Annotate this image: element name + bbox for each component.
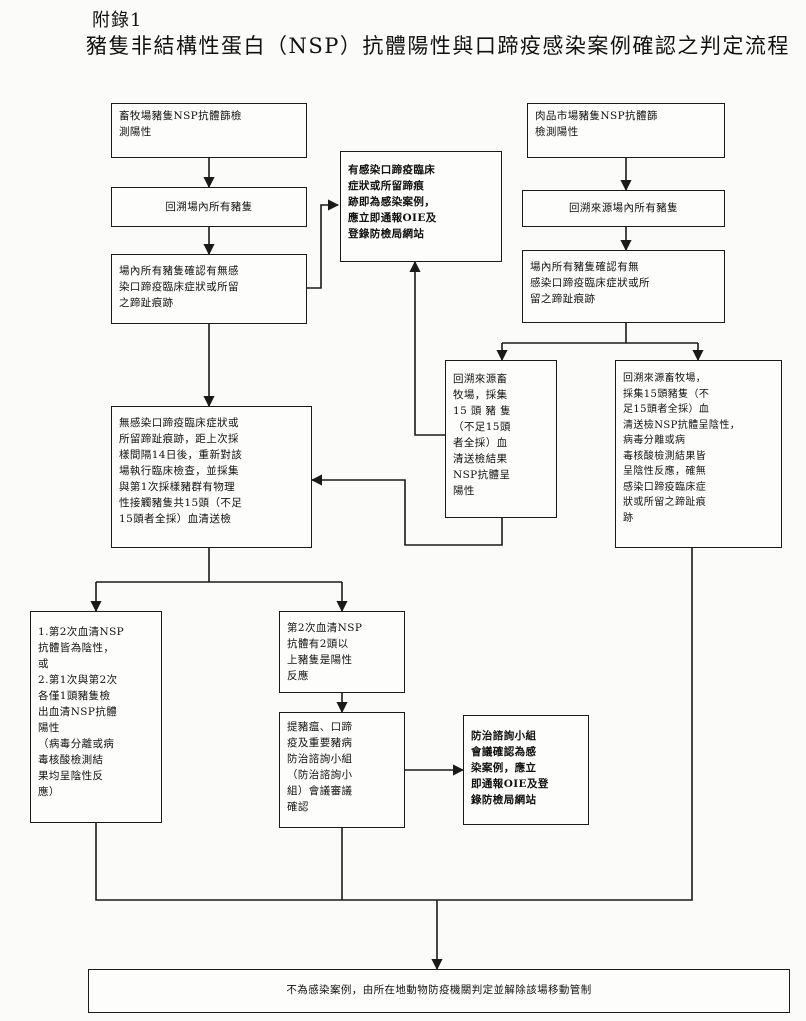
committee-confirm-box: 防治諮詢小組 會議確認為感 染案例，應立 即通報OIE及登 錄防檢局網站: [463, 715, 589, 825]
arrow-negative-to-merge: [95, 823, 437, 901]
negative-result-text: 1.第2次血清NSP 抗體皆為陰性， 或 2.第1次與第2次 各僅1頭豬隻檢 出…: [38, 626, 125, 798]
source-sample-b-text: 回溯來源畜牧場， 採集15頭豬隻（不 足15頭者全採）血 清送檢NSP抗體呈陰性…: [623, 373, 741, 524]
market-check-box: 場內所有豬隻確認有無 感染口蹄疫臨床症狀或所 留之蹄趾痕跡: [522, 250, 725, 323]
resample-box: 無感染口蹄疫臨床症狀或 所留蹄趾痕跡，距上次採 樣間隔14日後，重新對該 場執行…: [111, 406, 312, 548]
farm-detect-text: 畜牧場豬隻NSP抗體篩檢 測陽性: [119, 110, 242, 138]
positive-result-text: 第2次血清NSP 抗體有2頭以 上豬隻是陽性 反應: [287, 622, 363, 682]
infected-text: 有感染口蹄疫臨床 症狀或所留蹄痕 跡即為感染案例， 應立即通報OIE及 登錄防檢…: [348, 164, 437, 240]
farm-trace-text: 回溯場內所有豬隻: [165, 201, 253, 213]
arrow-market-check-to-samples: [502, 323, 698, 344]
market-trace-box: 回溯來源場內所有豬隻: [522, 190, 725, 227]
final-text: 不為感染案例，由所在地動物防疫機關判定並解除該場移動管制: [286, 984, 592, 996]
final-box: 不為感染案例，由所在地動物防疫機關判定並解除該場移動管制: [88, 969, 790, 1013]
market-detect-box: 肉品市場豬隻NSP抗體篩 檢測陽性: [527, 103, 725, 158]
committee-confirm-text: 防治諮詢小組 會議確認為感 染案例，應立 即通報OIE及登 錄防檢局網站: [471, 730, 549, 806]
source-sample-a-box: 回溯來源畜 牧場，採集 15 頭 豬 隻 （不足15頭 者全採）血 清送檢結果 …: [445, 360, 557, 518]
page-label: 附錄1: [92, 10, 143, 31]
page-title: 豬隻非結構性蛋白（NSP）抗體陽性與口蹄疫感染案例確認之判定流程: [86, 34, 790, 58]
arrow-farm-check-to-infected: [307, 199, 340, 289]
farm-check-text: 場內所有豬隻確認有無感 染口蹄疫臨床症狀或所留 之蹄趾痕跡: [119, 265, 239, 309]
negative-result-box: 1.第2次血清NSP 抗體皆為陰性， 或 2.第1次與第2次 各僅1頭豬隻檢 出…: [30, 611, 162, 823]
arrow-sample-a-to-infected: [409, 260, 445, 436]
farm-trace-box: 回溯場內所有豬隻: [111, 187, 307, 227]
market-detect-text: 肉品市場豬隻NSP抗體篩 檢測陽性: [535, 110, 658, 138]
farm-check-box: 場內所有豬隻確認有無感 染口蹄疫臨床症狀或所留 之蹄趾痕跡: [111, 254, 307, 324]
committee-review-box: 提豬瘟、口蹄 疫及重要豬病 防治諮詢小組 （防治諮詢小 組）會議審議 確認: [279, 712, 405, 828]
arrow-resample-split: [96, 548, 342, 583]
arrow-sample-a-to-resample: [310, 474, 503, 546]
farm-detect-box: 畜牧場豬隻NSP抗體篩檢 測陽性: [111, 103, 307, 158]
market-check-text: 場內所有豬隻確認有無 感染口蹄疫臨床症狀或所 留之蹄趾痕跡: [530, 261, 650, 305]
resample-text: 無感染口蹄疫臨床症狀或 所留蹄趾痕跡，距上次採 樣間隔14日後，重新對該 場執行…: [119, 417, 243, 525]
positive-result-box: 第2次血清NSP 抗體有2頭以 上豬隻是陽性 反應: [279, 611, 405, 693]
source-sample-b-box: 回溯來源畜牧場， 採集15頭豬隻（不 足15頭者全採）血 清送檢NSP抗體呈陰性…: [615, 360, 782, 548]
source-sample-a-text: 回溯來源畜 牧場，採集 15 頭 豬 隻 （不足15頭 者全採）血 清送檢結果 …: [453, 373, 512, 497]
market-trace-text: 回溯來源場內所有豬隻: [569, 202, 678, 214]
arrow-sample-b-to-merge: [437, 548, 693, 901]
infected-box: 有感染口蹄疫臨床 症狀或所留蹄痕 跡即為感染案例， 應立即通報OIE及 登錄防檢…: [340, 151, 502, 262]
committee-review-text: 提豬瘟、口蹄 疫及重要豬病 防治諮詢小組 （防治諮詢小 組）會議審議 確認: [287, 721, 353, 813]
